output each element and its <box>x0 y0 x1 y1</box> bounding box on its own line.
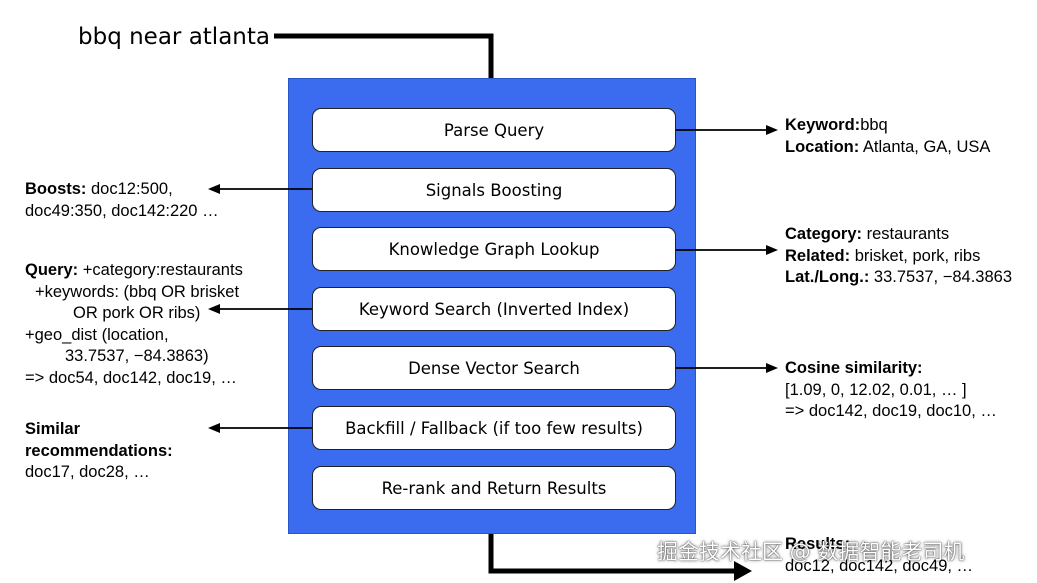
latlong-label: Lat./Long.: <box>785 268 870 286</box>
category-value: restaurants <box>862 225 950 243</box>
knowledge-graph-note: Category: restaurants Related: brisket, … <box>785 224 1012 289</box>
results-label: Results: <box>785 535 851 553</box>
stage-rerank-return: Re-rank and Return Results <box>312 466 676 510</box>
keyword-label: Keyword: <box>785 116 861 134</box>
stage-parse-query: Parse Query <box>312 108 676 152</box>
query-line5: 33.7537, −84.3863) <box>65 347 209 365</box>
stage-keyword-search: Keyword Search (Inverted Index) <box>312 287 676 331</box>
keyword-query-note: Query: +category:restaurants +keywords: … <box>25 260 243 389</box>
stage-backfill-fallback: Backfill / Fallback (if too few results) <box>312 406 676 450</box>
location-value: Atlanta, GA, USA <box>859 137 991 156</box>
query-line6: => doc54, doc142, doc19, … <box>25 368 237 387</box>
latlong-value: 33.7537, −84.3863 <box>869 268 1013 286</box>
cosine-line1: [1.09, 0, 12.02, 0.01, … ] <box>785 380 967 399</box>
main-flow-line <box>274 33 494 78</box>
boosts-note: Boosts: doc12:500, doc49:350, doc142:220… <box>25 179 219 222</box>
category-label: Category: <box>785 225 863 243</box>
stage-signals-boosting: Signals Boosting <box>312 168 676 212</box>
stage-knowledge-graph-lookup: Knowledge Graph Lookup <box>312 227 676 271</box>
boosts-line1: doc12:500, <box>86 180 173 198</box>
query-label: Query: <box>25 261 79 279</box>
keyword-value: bbq <box>860 116 888 134</box>
stage-dense-vector-search: Dense Vector Search <box>312 346 676 390</box>
results-arrowhead <box>734 561 752 581</box>
similar-line1: doc17, doc28, … <box>25 463 150 481</box>
related-value: brisket, pork, ribs <box>850 246 981 265</box>
results-note: Results: doc12, doc142, doc49, … <box>785 534 973 577</box>
query-text: bbq near atlanta <box>78 24 270 50</box>
cosine-line2: => doc142, doc19, doc10, … <box>785 402 997 420</box>
results-line1: doc12, doc142, doc49, … <box>785 556 974 575</box>
query-line4: +geo_dist (location, <box>25 325 169 344</box>
boosts-line2: doc49:350, doc142:220 … <box>25 201 219 220</box>
location-label: Location: <box>785 137 860 156</box>
similar-label2: recommendations: <box>25 441 173 460</box>
parse-output-note: Keyword:bbq Location: Atlanta, GA, USA <box>785 115 990 158</box>
watermark: 掘金技术社区 @ 数据智能老司机 <box>657 540 965 564</box>
boosts-label: Boosts: <box>25 180 87 198</box>
cosine-label: Cosine similarity: <box>785 359 923 377</box>
query-line3: OR pork OR ribs) <box>73 304 201 322</box>
similar-label1: Similar <box>25 420 81 438</box>
similar-note: Similar recommendations: doc17, doc28, … <box>25 419 173 484</box>
cosine-note: Cosine similarity: [1.09, 0, 12.02, 0.01… <box>785 358 997 423</box>
main-flow-exit-line <box>488 534 742 574</box>
query-line1: +category:restaurants <box>78 261 243 279</box>
query-line2: +keywords: (bbq OR brisket <box>35 282 240 301</box>
related-label: Related: <box>785 246 851 265</box>
